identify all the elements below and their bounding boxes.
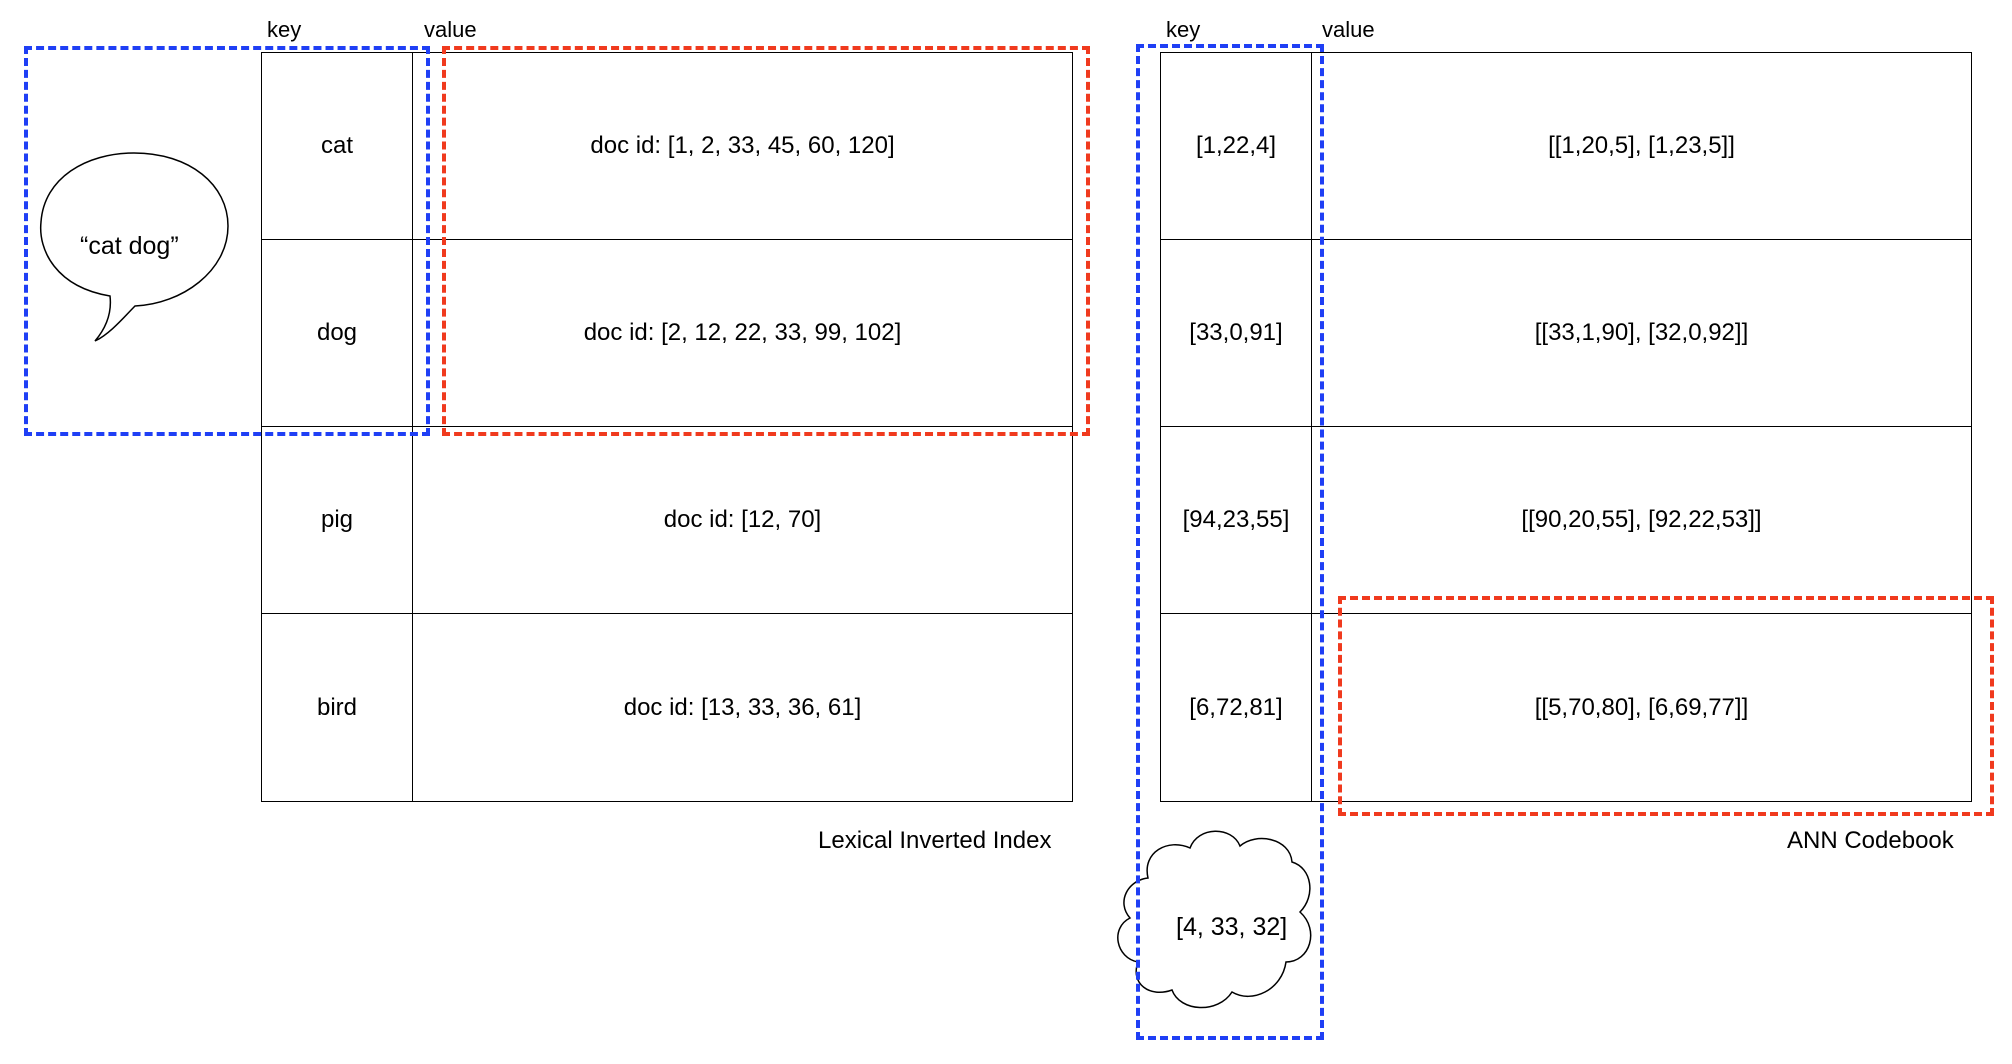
lexical-value-header: value [424, 17, 477, 42]
ann-query-text: [4, 33, 32] [1176, 913, 1288, 941]
value-match-highlight [442, 46, 1090, 436]
lexical-value-cell: doc id: [2, 12, 22, 33, 99, 102] [583, 319, 902, 346]
ann-key-header: key [1166, 17, 1201, 42]
ann-value-cell: [[1,20,5], [1,23,5]] [1548, 132, 1735, 159]
ann-value-header: value [1322, 17, 1375, 42]
ann-row: [1,22,4] [[1,20,5], [1,23,5]] [1161, 53, 1971, 240]
ann-value-cell: [[33,1,90], [32,0,92]] [1534, 319, 1749, 346]
lexical-value-cell: doc id: [13, 33, 36, 61] [623, 693, 862, 721]
ann-caption: ANN Codebook [1787, 827, 1954, 854]
lexical-row: bird doc id: [13, 33, 36, 61] [262, 614, 1072, 801]
key-match-highlight [1136, 44, 1324, 1040]
lexical-key-cell: cat [262, 53, 413, 239]
ann-key-cell: [94,23,55] [1161, 427, 1312, 613]
ann-row: [6,72,81] [[5,70,80], [6,69,77]] [1161, 614, 1971, 801]
lexical-row: cat doc id: [1, 2, 33, 45, 60, 120] [262, 53, 1072, 240]
ann-row: [94,23,55] [[90,20,55], [92,22,53]] [1161, 427, 1971, 614]
ann-value-cell: [[90,20,55], [92,22,53]] [1521, 506, 1762, 533]
lexical-caption: Lexical Inverted Index [818, 827, 1052, 854]
value-match-highlight [1338, 596, 1994, 816]
lexical-key-header: key [267, 17, 302, 42]
ann-value-cell: [[5,70,80], [6,69,77]] [1534, 693, 1749, 721]
ann-row: [33,0,91] [[33,1,90], [32,0,92]] [1161, 240, 1971, 427]
lexical-index-table: cat doc id: [1, 2, 33, 45, 60, 120] dog … [261, 52, 1073, 802]
lexical-row: dog doc id: [2, 12, 22, 33, 99, 102] [262, 240, 1072, 427]
key-match-highlight [24, 46, 430, 436]
ann-key-cell: [6,72,81] [1161, 614, 1312, 801]
ann-codebook-table: [1,22,4] [[1,20,5], [1,23,5]] [33,0,91] … [1160, 52, 1972, 802]
ann-key-cell: [33,0,91] [1161, 240, 1312, 426]
lexical-value-cell: doc id: [12, 70] [663, 506, 822, 533]
lexical-value-cell: doc id: [1, 2, 33, 45, 60, 120] [590, 132, 895, 159]
lexical-key-cell: pig [262, 427, 413, 613]
lexical-key-cell: bird [262, 614, 413, 801]
lexical-key-cell: dog [262, 240, 413, 426]
lexical-query-text: “cat dog” [80, 232, 179, 260]
lexical-row: pig doc id: [12, 70] [262, 427, 1072, 614]
ann-key-cell: [1,22,4] [1161, 53, 1312, 239]
